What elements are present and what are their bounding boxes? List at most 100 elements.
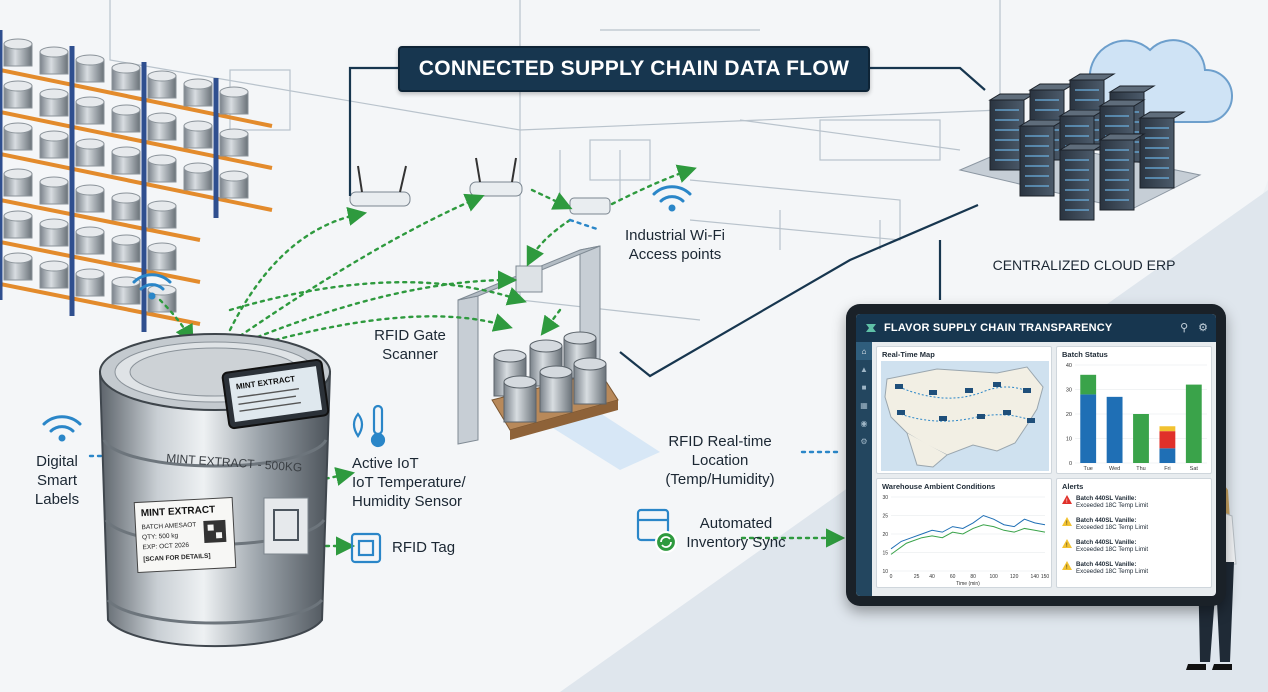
thermometer-humidity-icon — [352, 404, 386, 448]
alert-detail: Exceeded 18C Temp Limit — [1076, 524, 1149, 532]
sidebar-item-shipping-icon[interactable]: ■ — [861, 382, 867, 392]
rfid-tag-icon — [350, 532, 382, 564]
bar — [1106, 396, 1123, 463]
x-tick-label: Wed — [1109, 466, 1120, 472]
cloud-erp-servers — [958, 39, 1233, 221]
alert-title: Batch 440SL Vanille: — [1076, 517, 1137, 524]
data-flow-line — [228, 281, 527, 312]
data-flow-line — [540, 308, 562, 336]
bar — [1080, 394, 1097, 463]
alert-item[interactable]: ! Batch 440SL Vanille:Exceeded 18C Temp … — [1062, 539, 1208, 554]
bar — [1159, 431, 1176, 449]
x-tick-label: 150 — [1041, 574, 1050, 580]
network-connectors — [348, 66, 986, 378]
sidebar-item-analytics-icon[interactable]: ▲ — [860, 364, 868, 374]
svg-text:!: ! — [1066, 565, 1068, 571]
svg-text:!: ! — [1066, 521, 1068, 527]
inventory-sync-label: Automated Inventory Sync — [686, 515, 786, 551]
sidebar-item-home-icon[interactable]: ⌂ — [856, 342, 872, 360]
diagram-title: CONNECTED SUPPLY CHAIN DATA FLOW — [398, 46, 870, 92]
x-tick-label: 140 — [1031, 574, 1040, 580]
data-flow-line — [526, 218, 572, 267]
bar — [1080, 374, 1097, 395]
dashboard-screen: FLAVOR SUPPLY CHAIN TRANSPARENCY ⚲ ⚙ ⌂ ▲… — [856, 314, 1216, 596]
sidebar-item-location-icon[interactable]: ◉ — [860, 418, 868, 428]
rfid-tag-label: RFID Tag — [392, 539, 456, 556]
search-icon[interactable]: ⚲ — [1180, 322, 1189, 334]
x-tick-label: 80 — [970, 574, 976, 580]
drum-label-line: BATCH AMESAOT — [141, 521, 196, 531]
line-series — [890, 524, 1046, 555]
truck-icon — [1023, 388, 1031, 393]
data-flow-line — [258, 313, 513, 346]
truck-icon — [993, 382, 1001, 387]
svg-text:!: ! — [1066, 499, 1068, 505]
warning-icon: ! — [1062, 539, 1072, 549]
qr-code-icon — [203, 519, 227, 543]
storage-racks — [0, 30, 273, 332]
y-tick-label: 40 — [1066, 363, 1072, 369]
y-tick-label: 20 — [1066, 412, 1072, 418]
active-iot-sensor-label: Active IoT IoT Temperature/ Humidity Sen… — [352, 455, 466, 510]
warning-icon: ! — [1062, 517, 1072, 527]
rfid-tag-sticker — [263, 497, 309, 555]
rfid-gate-scanner-label: RFID Gate Scanner — [374, 327, 446, 363]
map-title: Real-Time Map — [882, 350, 935, 359]
svg-text:!: ! — [1066, 543, 1068, 549]
batch-title: Batch Status — [1062, 350, 1108, 359]
x-tick-label: 25 — [914, 574, 920, 580]
alert-item[interactable]: ! Batch 440SL Vanille:Exceeded 18C Temp … — [1062, 495, 1208, 510]
ambient-title: Warehouse Ambient Conditions — [882, 482, 996, 491]
y-tick-label: 0 — [1069, 461, 1072, 467]
data-flow-line — [248, 270, 518, 342]
truck-icon — [965, 388, 973, 393]
alert-detail: Exceeded 18C Temp Limit — [1076, 502, 1149, 510]
inventory-sync-icon — [636, 508, 678, 554]
mint-extract-drum: MINT EXTRACT - 500KG MINT EXTRACT BATCH … — [98, 333, 332, 648]
truck-icon — [1003, 410, 1011, 415]
dashboard-header: FLAVOR SUPPLY CHAIN TRANSPARENCY ⚲ ⚙ — [856, 314, 1216, 342]
x-tick-label: 60 — [950, 574, 956, 580]
warning-icon: ! — [1062, 561, 1072, 571]
critical-warning-icon: ! — [1062, 495, 1072, 505]
bar — [1159, 426, 1176, 432]
x-tick-label: 100 — [989, 574, 998, 580]
x-tick-label: Tue — [1084, 466, 1093, 472]
cloud-erp-label: CENTRALIZED CLOUD ERP — [992, 257, 1176, 273]
x-tick-label: Thu — [1136, 466, 1145, 472]
wifi-icon — [42, 415, 82, 442]
y-tick-label: 15 — [882, 551, 888, 557]
alert-item[interactable]: ! Batch 440SL Vanille:Exceeded 18C Temp … — [1062, 517, 1208, 532]
y-tick-label: 30 — [882, 495, 888, 501]
data-flow-line — [238, 193, 485, 338]
y-tick-label: 10 — [1066, 437, 1072, 443]
bar — [1133, 414, 1149, 463]
bar — [1159, 448, 1176, 463]
data-flow-line — [568, 218, 602, 232]
x-axis-label: Time (min) — [956, 581, 980, 587]
wifi-icon — [652, 185, 692, 212]
alert-title: Batch 440SL Vanille: — [1076, 539, 1137, 546]
app-logo-icon — [866, 324, 876, 332]
truck-icon — [929, 390, 937, 395]
rfid-location-label: RFID Real-time Location (Temp/Humidity) — [665, 433, 775, 488]
y-tick-label: 20 — [882, 532, 888, 538]
alerts-title: Alerts — [1062, 482, 1084, 491]
us-map[interactable] — [877, 347, 1053, 475]
sidebar-item-settings-icon[interactable]: ⚙ — [860, 436, 868, 446]
alert-item[interactable]: ! Batch 440SL Vanille:Exceeded 18C Temp … — [1062, 561, 1208, 576]
truck-icon — [977, 414, 985, 419]
pallet-drums — [491, 331, 619, 440]
data-flow-line — [610, 164, 697, 206]
sidebar-item-inventory-icon[interactable]: ▦ — [860, 400, 868, 410]
real-time-map-panel: Real-Time Map — [876, 346, 1052, 474]
drum-label-title: MINT EXTRACT — [141, 504, 216, 519]
gear-icon[interactable]: ⚙ — [1198, 322, 1208, 334]
x-tick-label: Sat — [1190, 466, 1199, 472]
truck-icon — [895, 384, 903, 389]
